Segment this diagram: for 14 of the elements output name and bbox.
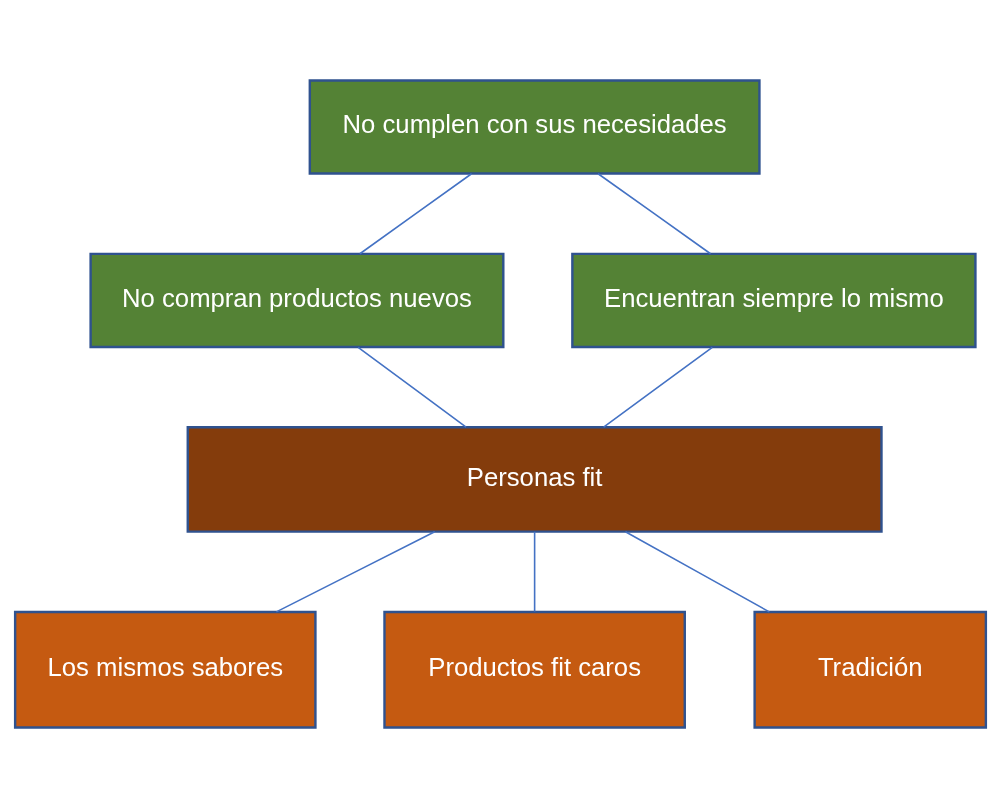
node-box: Personas fit [186,425,883,533]
connector [533,530,536,612]
connector [357,346,467,428]
connector [602,346,714,428]
node-box: Tradición [753,610,988,729]
node-box: Productos fit caros [383,610,686,729]
connector [275,530,436,613]
node-box: Los mismos sabores [13,610,317,729]
connector [597,172,712,255]
node-box: No compran productos nuevos [89,252,505,348]
node-box: No cumplen con sus necesidades [308,78,761,175]
node-box: Encuentran siempre lo mismo [571,252,977,348]
connector [624,530,771,613]
connector [359,172,473,255]
